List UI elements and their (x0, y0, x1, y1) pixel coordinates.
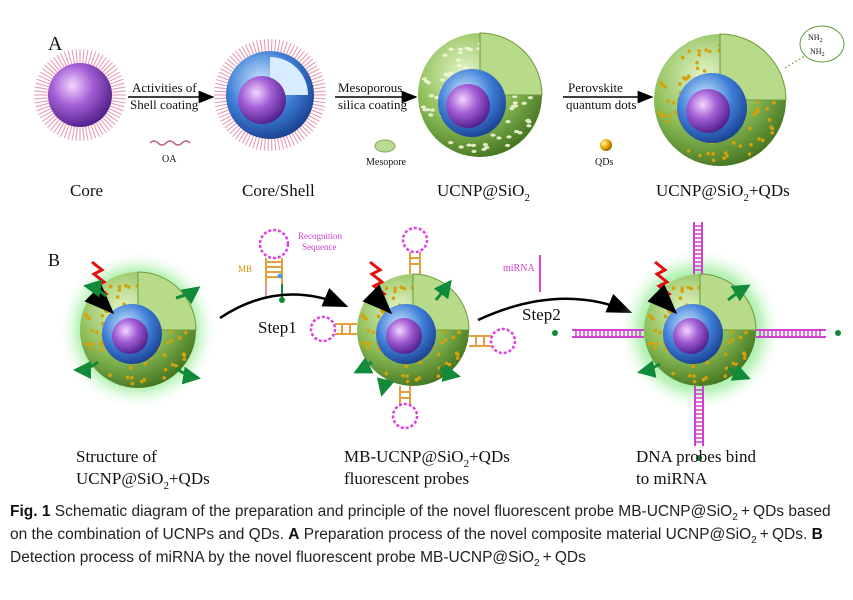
caption-text-4: Preparation process of the novel composi… (299, 526, 752, 543)
caption-text-1: Schematic diagram of the preparation and… (50, 503, 707, 520)
core-shell-particle (214, 39, 326, 151)
mesopore-icon (374, 139, 396, 153)
caption-a: A (288, 526, 300, 543)
ucnp-sio2-particle (418, 32, 543, 157)
legend-mesopore: Mesopore (366, 157, 407, 168)
label-ucnp-sio2: UCNP@SiO2 (437, 181, 530, 204)
b-caption2-line2: fluorescent probes (344, 469, 469, 488)
step1-label: Step1 (258, 318, 297, 337)
step2-arrow (477, 293, 633, 322)
b-caption1-line1: Structure of (76, 447, 157, 466)
legend-qds: QDs (595, 157, 613, 168)
arrow1-label-line1: Activities of (132, 80, 197, 95)
panel-a-letter: A (48, 33, 63, 55)
caption-sub-1: 2 (732, 512, 738, 524)
mb-hairpin-probe (258, 228, 290, 303)
nh2-label-2: NH2 (810, 47, 825, 58)
caption-sub-3: 2 (534, 558, 540, 570)
step2-label: Step2 (522, 305, 561, 324)
caption-text-8: + QDs (539, 549, 586, 566)
mirna-label: miRNA (503, 263, 535, 274)
caption-text-5: + QDs. (756, 526, 812, 543)
label-core-shell: Core/Shell (242, 181, 315, 200)
b-caption2-line1: MB-UCNP@SiO2+QDs (344, 447, 510, 470)
arrow1-label-line2: Shell coating (130, 97, 199, 112)
step1-arrow (219, 288, 349, 320)
panel-b-letter: B (48, 250, 60, 270)
mb-label: MB (238, 264, 252, 274)
mb-ucnp-probe (309, 226, 517, 430)
arrow3-label-line2: quantum dots (566, 97, 636, 112)
figure-caption: Fig. 1 Schematic diagram of the preparat… (10, 500, 840, 569)
legend-oa: OA (162, 154, 177, 165)
label-core: Core (70, 181, 103, 200)
label-ucnp-sio2-qds: UCNP@SiO2+QDs (656, 181, 790, 204)
core-particle (34, 49, 126, 141)
caption-text-3: + QDs based on the combination of UCNPs … (10, 503, 831, 543)
b-caption3-line1: DNA probes bind (636, 447, 756, 466)
b-caption1-line2: UCNP@SiO2+QDs (76, 469, 210, 492)
dna-probe-mirna-complex (552, 222, 841, 461)
caption-fig-label: Fig. 1 (10, 503, 51, 520)
caption-text-7: SiO (508, 549, 535, 566)
caption-text-6: Detection process of miRNA by the novel … (10, 549, 509, 566)
arrow2-label-line2: silica coating (338, 97, 407, 112)
recognition-label-line1: Recognition (298, 231, 342, 241)
nh2-label-1: NH2 (808, 33, 823, 44)
caption-sub-2: 2 (751, 535, 757, 547)
caption-text-2: SiO (706, 503, 733, 520)
b-caption3-line2: to miRNA (636, 469, 708, 488)
caption-b: B (811, 526, 823, 543)
arrow2-label-line1: Mesoporous (338, 80, 402, 95)
recognition-label-line2: Sequence (302, 242, 336, 252)
oa-ligand-icon (149, 140, 191, 146)
ucnp-probe-structure (58, 250, 218, 410)
qd-icon (600, 139, 612, 151)
arrow3-label-line1: Perovskite (568, 80, 623, 95)
ucnp-sio2-qds-particle: NH2 NH2 (654, 25, 845, 166)
